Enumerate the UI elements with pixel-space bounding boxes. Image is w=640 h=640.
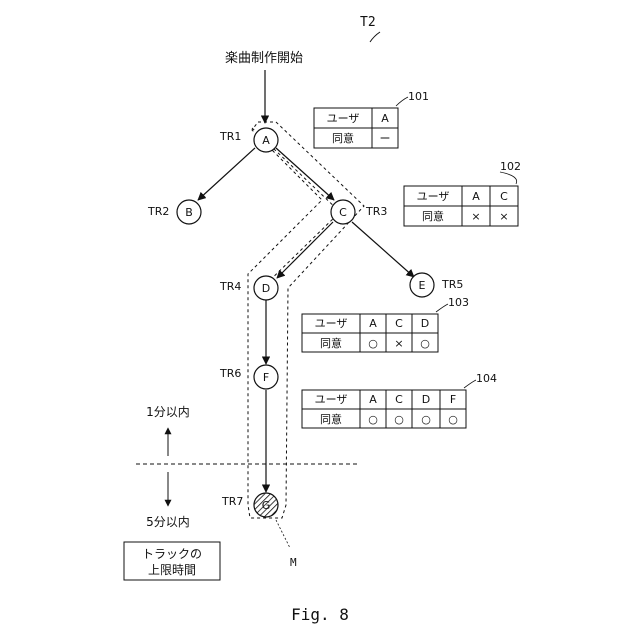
edge-a-c — [276, 148, 334, 200]
track-label-tr1: TR1 — [219, 130, 241, 143]
table-ref-103: 103 — [448, 296, 469, 309]
svg-text:A: A — [369, 317, 377, 330]
svg-text:C: C — [395, 393, 403, 406]
svg-text:ユーザ: ユーザ — [327, 112, 360, 125]
table-ref-102: 102 — [500, 160, 521, 173]
svg-text:C: C — [395, 317, 403, 330]
svg-text:同意: 同意 — [422, 209, 444, 223]
track-label-tr7: TR7 — [221, 495, 243, 508]
svg-text:同意: 同意 — [332, 131, 354, 145]
node-a: A — [254, 128, 278, 152]
svg-text:C: C — [500, 190, 508, 203]
node-g: G — [254, 493, 278, 517]
svg-text:ユーザ: ユーザ — [315, 393, 348, 406]
consent-table-104: ユーザ A C D F 同意 ○ ○ ○ ○ 104 — [302, 372, 497, 428]
svg-text:G: G — [262, 499, 271, 512]
svg-text:ユーザ: ユーザ — [417, 190, 450, 203]
svg-text:○: ○ — [368, 413, 378, 426]
table-ref-104: 104 — [476, 372, 497, 385]
svg-text:E: E — [419, 279, 426, 292]
table-ref-101: 101 — [408, 90, 429, 103]
svg-text:○: ○ — [368, 337, 378, 350]
figure-id: T2 — [360, 15, 376, 30]
svg-text:○: ○ — [448, 413, 458, 426]
svg-text:C: C — [339, 206, 347, 219]
node-c: C — [331, 200, 355, 224]
svg-text:×: × — [471, 210, 480, 223]
upper-time-label: 1分以内 — [146, 405, 190, 419]
figure-id-leader — [370, 32, 380, 42]
node-d: D — [254, 276, 278, 300]
consent-table-101: ユーザ A 同意 ー 101 — [314, 90, 429, 148]
svg-text:B: B — [185, 206, 193, 219]
start-label: 楽曲制作開始 — [225, 50, 303, 66]
track-label-tr3: TR3 — [365, 205, 387, 218]
svg-text:同意: 同意 — [320, 336, 342, 350]
svg-text:○: ○ — [394, 413, 404, 426]
svg-text:F: F — [263, 371, 269, 384]
svg-text:D: D — [421, 317, 429, 330]
lower-time-label: 5分以内 — [146, 515, 190, 529]
svg-text:○: ○ — [420, 337, 430, 350]
svg-text:×: × — [499, 210, 508, 223]
edge-c-d — [277, 222, 333, 278]
edge-a-b — [198, 148, 255, 200]
edge-c-e — [352, 222, 414, 277]
svg-text:×: × — [394, 337, 403, 350]
figure-caption: Fig. 8 — [291, 605, 349, 624]
node-e: E — [410, 273, 434, 297]
track-label-tr4: TR4 — [219, 280, 241, 293]
svg-text:○: ○ — [421, 413, 431, 426]
svg-text:同意: 同意 — [320, 412, 342, 426]
svg-text:D: D — [422, 393, 430, 406]
track-label-tr2: TR2 — [147, 205, 169, 218]
path-label: M — [290, 556, 297, 569]
consent-table-102: ユーザ A C 同意 × × 102 — [404, 160, 521, 226]
svg-text:A: A — [369, 393, 377, 406]
svg-text:ー: ー — [380, 132, 391, 145]
svg-text:A: A — [262, 134, 270, 147]
svg-text:A: A — [472, 190, 480, 203]
node-b: B — [177, 200, 201, 224]
consent-table-103: ユーザ A C D 同意 ○ × ○ 103 — [302, 296, 469, 352]
track-label-tr6: TR6 — [219, 367, 241, 380]
node-f: F — [254, 365, 278, 389]
svg-text:F: F — [450, 393, 456, 406]
track-label-tr5: TR5 — [441, 278, 463, 291]
limit-box-line2: 上限時間 — [148, 563, 196, 577]
limit-box-line1: トラックの — [142, 547, 202, 561]
track-time-limit-box: トラックの 上限時間 — [124, 542, 220, 580]
svg-text:D: D — [262, 282, 270, 295]
svg-text:A: A — [381, 112, 389, 125]
path-leader — [276, 520, 290, 548]
svg-text:ユーザ: ユーザ — [315, 317, 348, 330]
